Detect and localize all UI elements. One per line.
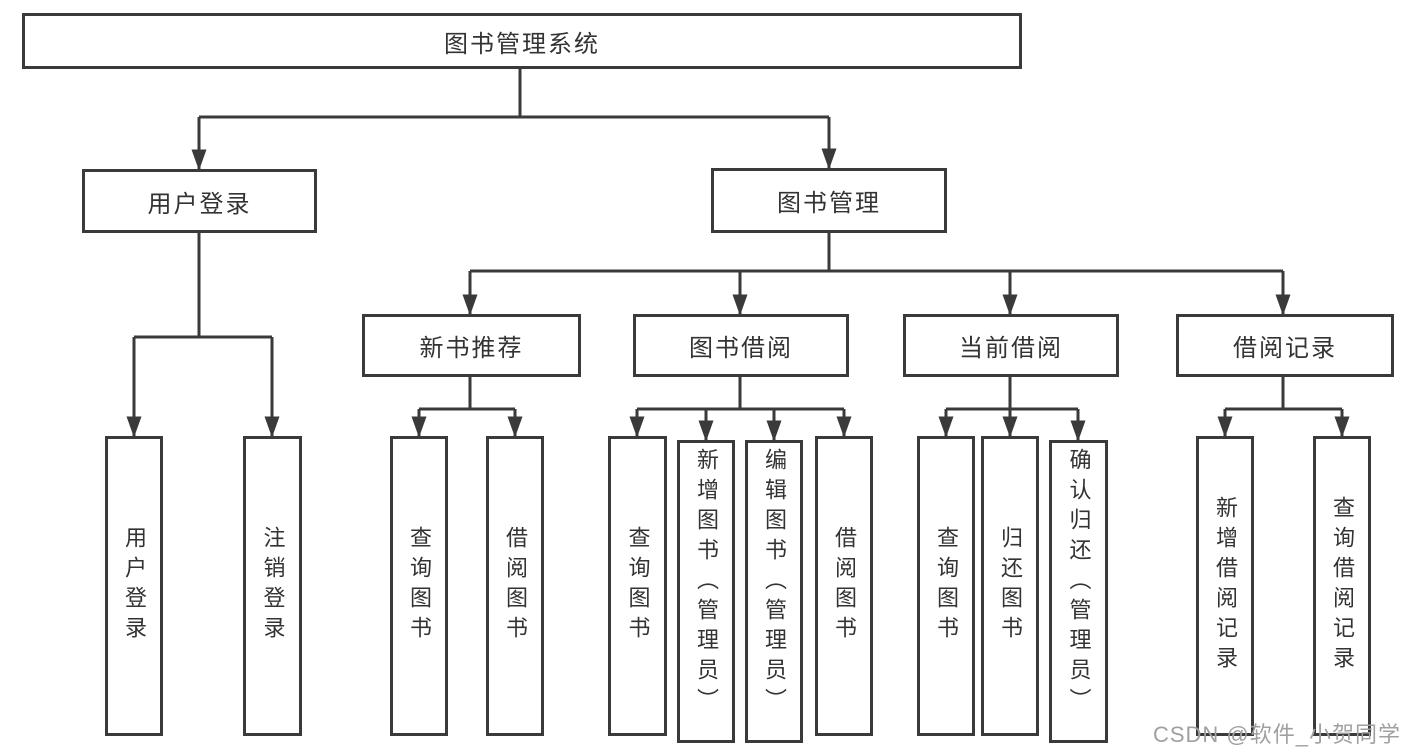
connector-newbooks-trunk — [419, 377, 515, 411]
node-borrow-records-label: 借阅记录 — [1233, 335, 1337, 362]
leaf-by-add-books-admin-label: 新增图书（管理员） — [694, 448, 719, 718]
leaf-by-borrow-books-label: 借阅图书 — [832, 526, 857, 646]
leaf-br-query-record: 查询借阅记录 — [1313, 436, 1371, 736]
leaf-cb-confirm-return-admin-label: 确认归还（管理员） — [1066, 448, 1092, 718]
leaf-br-add-record: 新增借阅记录 — [1196, 436, 1254, 736]
node-book-borrow: 图书借阅 — [633, 314, 849, 377]
node-current-borrow: 当前借阅 — [903, 314, 1119, 377]
leaf-nb-borrow-books-label: 借阅图书 — [503, 526, 528, 646]
node-book-management-label: 图书管理 — [777, 190, 881, 217]
leaf-by-query-books-label: 查询图书 — [625, 526, 651, 646]
node-user-login-label: 用户登录 — [147, 190, 252, 218]
leaf-by-borrow-books: 借阅图书 — [815, 436, 873, 736]
leaf-cb-query-books-label: 查询图书 — [934, 526, 959, 646]
leaf-br-add-record-label: 新增借阅记录 — [1213, 496, 1238, 676]
node-root-system: 图书管理系统 — [22, 13, 1022, 69]
leaf-by-edit-books-admin: 编辑图书（管理员） — [745, 440, 803, 743]
leaf-cb-query-books: 查询图书 — [917, 436, 975, 736]
connector-login-trunk — [134, 232, 272, 339]
leaf-user-login-label: 用户登录 — [122, 526, 147, 646]
node-book-borrow-label: 图书借阅 — [689, 335, 793, 362]
connector-borrow-trunk — [637, 377, 844, 411]
node-borrow-records: 借阅记录 — [1176, 314, 1394, 377]
connector-root-trunk — [199, 69, 829, 119]
node-new-book-recommend: 新书推荐 — [362, 314, 581, 377]
leaf-user-login: 用户登录 — [105, 436, 163, 736]
leaf-logout: 注销登录 — [243, 436, 302, 736]
connector-current-trunk — [946, 377, 1078, 411]
node-book-management: 图书管理 — [711, 168, 947, 233]
leaf-nb-borrow-books: 借阅图书 — [486, 436, 544, 736]
leaf-by-add-books-admin: 新增图书（管理员） — [677, 440, 735, 743]
node-user-login: 用户登录 — [82, 169, 317, 233]
leaf-br-query-record-label: 查询借阅记录 — [1330, 496, 1355, 676]
node-current-borrow-label: 当前借阅 — [959, 335, 1063, 362]
leaf-nb-query-books-label: 查询图书 — [407, 526, 432, 646]
leaf-by-edit-books-admin-label: 编辑图书（管理员） — [762, 448, 787, 718]
leaf-nb-query-books: 查询图书 — [390, 436, 448, 736]
csdn-watermark: CSDN @软件_小贺同学 — [1152, 722, 1401, 747]
leaf-cb-return-books: 归还图书 — [981, 436, 1039, 736]
leaf-cb-return-books-label: 归还图书 — [998, 526, 1023, 646]
connector-records-trunk — [1225, 377, 1342, 411]
node-root-label: 图书管理系统 — [444, 30, 600, 58]
leaf-logout-label: 注销登录 — [260, 526, 286, 646]
leaf-cb-confirm-return-admin: 确认归还（管理员） — [1049, 440, 1108, 743]
connector-mgmt-trunk — [470, 233, 1283, 273]
leaf-by-query-books: 查询图书 — [608, 436, 667, 736]
node-new-book-recommend-label: 新书推荐 — [419, 335, 524, 362]
